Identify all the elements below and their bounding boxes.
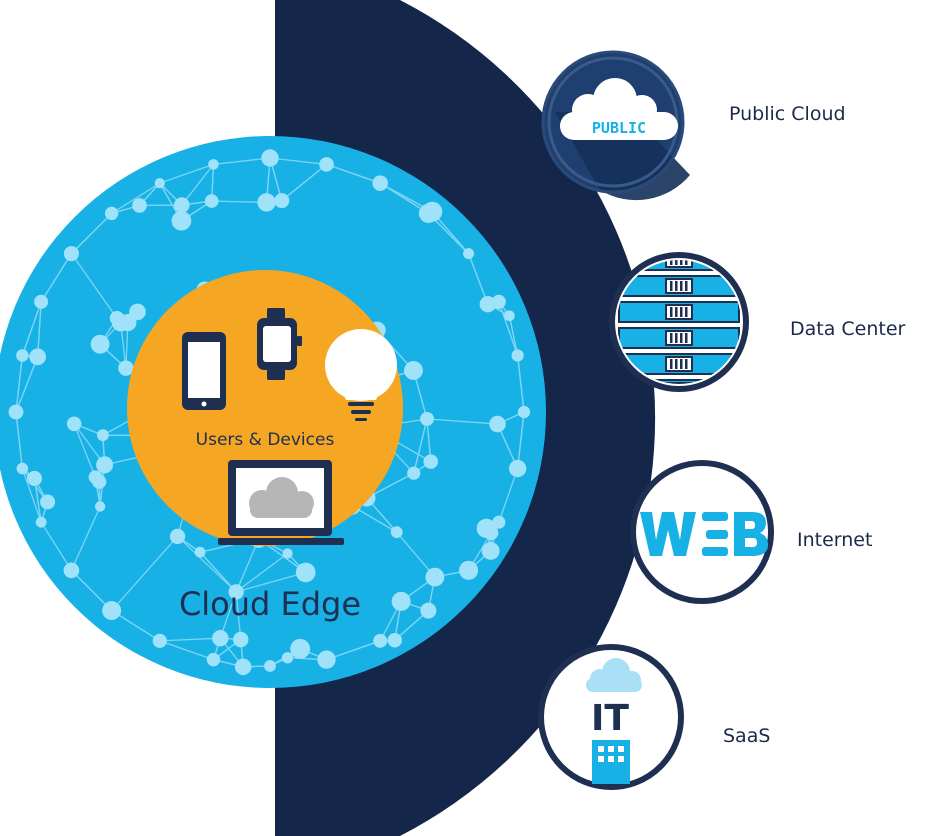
public-cloud-label[interactable]: Public Cloud (729, 103, 846, 125)
it-cloud-building-icon[interactable]: IT (538, 644, 684, 790)
data-center-label[interactable]: Data Center (790, 318, 906, 340)
laptop-icon (218, 460, 344, 545)
public-badge-text: PUBLIC (592, 119, 646, 137)
tablet-icon (182, 332, 226, 410)
cloud-edge-label: Cloud Edge (178, 585, 362, 623)
internet-label[interactable]: Internet (797, 529, 873, 551)
server-rack-icon[interactable] (609, 250, 749, 400)
svg-text:IT: IT (591, 698, 629, 739)
saas-label[interactable]: SaaS (723, 725, 771, 747)
web-icon[interactable] (630, 460, 774, 604)
public-cloud-icon[interactable]: PUBLIC (541, 50, 690, 201)
smartwatch-icon (257, 308, 302, 380)
users-devices-label: Users & Devices (195, 430, 335, 450)
lightbulb-icon (325, 329, 397, 421)
